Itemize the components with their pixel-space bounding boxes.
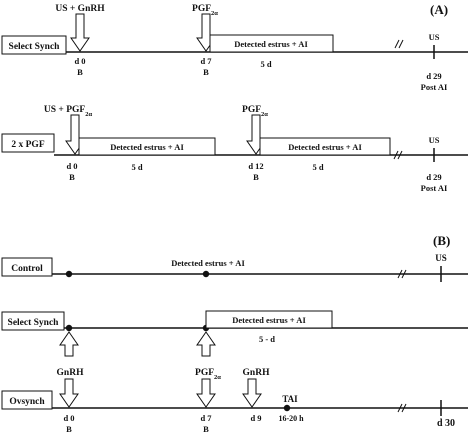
down-arrow-icon xyxy=(59,378,79,408)
two-pgf-label-box xyxy=(1,133,55,153)
estrus-ai-box xyxy=(78,137,216,156)
timeline-break-mark xyxy=(397,403,403,413)
estrus-ai-box-label: Detected estrus + AI xyxy=(234,39,308,49)
end-post-ai-label: Post AI xyxy=(421,183,448,193)
end-day-label: d 29 xyxy=(426,172,441,182)
timeline-break-mark xyxy=(398,39,404,49)
end-us-label: US xyxy=(429,135,440,145)
down-arrow-icon xyxy=(196,378,216,408)
down-arrow-icon xyxy=(242,378,262,408)
arrow-label-pgf: PGF2α xyxy=(195,368,221,381)
tick-d7-sub: B xyxy=(203,67,209,77)
end-us-label: US xyxy=(429,32,440,42)
duration-label: 5 d xyxy=(131,162,142,172)
estrus-ai-box xyxy=(259,137,391,156)
timeline-break-mark xyxy=(397,150,403,160)
down-arrow-icon xyxy=(70,13,90,52)
timeline-break-mark xyxy=(397,269,403,279)
estrus-ai-box xyxy=(209,34,334,53)
arrow-label-pgf: PGF2α xyxy=(192,4,218,17)
tick-d0: d 0 xyxy=(74,56,85,66)
timeline-dot xyxy=(65,270,73,278)
duration-label: 5 - d xyxy=(259,334,275,344)
arrow-label-us-pgf: US + PGF2α xyxy=(44,105,93,118)
ovsynch-label: Ovsynch xyxy=(9,397,45,407)
tick-d9: d 9 xyxy=(250,413,261,423)
select-synch-b-label-box xyxy=(1,311,65,331)
duration-label: 5 d xyxy=(312,162,323,172)
tick-d0: d 0 xyxy=(63,413,74,423)
end-day-label: d 30 xyxy=(437,418,455,429)
control-mid-label: Detected estrus + AI xyxy=(171,258,245,268)
select-synch-b-label: Select Synch xyxy=(8,318,60,328)
arrow-label-gnrh: GnRH xyxy=(57,368,85,378)
panel-a-label: (A) xyxy=(430,2,448,17)
tai-timing-label: 16-20 h xyxy=(278,414,304,423)
timeline-dot xyxy=(65,324,73,332)
tick-d0-sub: B xyxy=(77,67,83,77)
two-pgf-label: 2 x PGF xyxy=(11,140,44,150)
tai-label: TAI xyxy=(282,394,298,404)
timeline-break-mark xyxy=(401,403,407,413)
ovsynch-label-box xyxy=(1,390,53,410)
tick-d0-sub: B xyxy=(69,172,75,182)
tick-d12: d 12 xyxy=(248,161,263,171)
up-arrow-icon xyxy=(59,331,79,357)
arrow-label-gnrh: GnRH xyxy=(243,368,271,378)
tick-d0: d 0 xyxy=(66,161,77,171)
end-post-ai-label: Post AI xyxy=(421,82,448,92)
timeline-break-mark xyxy=(394,39,400,49)
control-label-box xyxy=(1,257,53,277)
estrus-ai-box xyxy=(205,310,333,329)
select-synch-label: Select Synch xyxy=(9,42,61,52)
arrow-label-us-gnrh: US + GnRH xyxy=(55,4,105,14)
estrus-ai-box-label: Detected estrus + AI xyxy=(232,315,306,325)
timeline-break-mark xyxy=(401,269,407,279)
end-day-label: d 29 xyxy=(426,71,441,81)
timeline-dot xyxy=(283,404,291,412)
tick-d7: d 7 xyxy=(200,413,212,423)
timeline-dot xyxy=(202,270,210,278)
panel-b-label: (B) xyxy=(433,233,450,248)
duration-label: 5 d xyxy=(260,59,271,69)
control-label: Control xyxy=(11,264,43,274)
estrus-ai-box-label: Detected estrus + AI xyxy=(288,142,362,152)
end-us-label: US xyxy=(435,253,447,263)
up-arrow-icon xyxy=(196,331,216,357)
timeline-break-mark xyxy=(393,150,399,160)
estrus-ai-box-label: Detected estrus + AI xyxy=(110,142,184,152)
tick-d0-sub: B xyxy=(66,424,72,434)
tick-d7: d 7 xyxy=(200,56,212,66)
tick-d12-sub: B xyxy=(253,172,259,182)
select-synch-label-box xyxy=(1,35,67,55)
tick-d7-sub: B xyxy=(203,424,209,434)
arrow-label-pgf: PGF2α xyxy=(242,105,268,118)
